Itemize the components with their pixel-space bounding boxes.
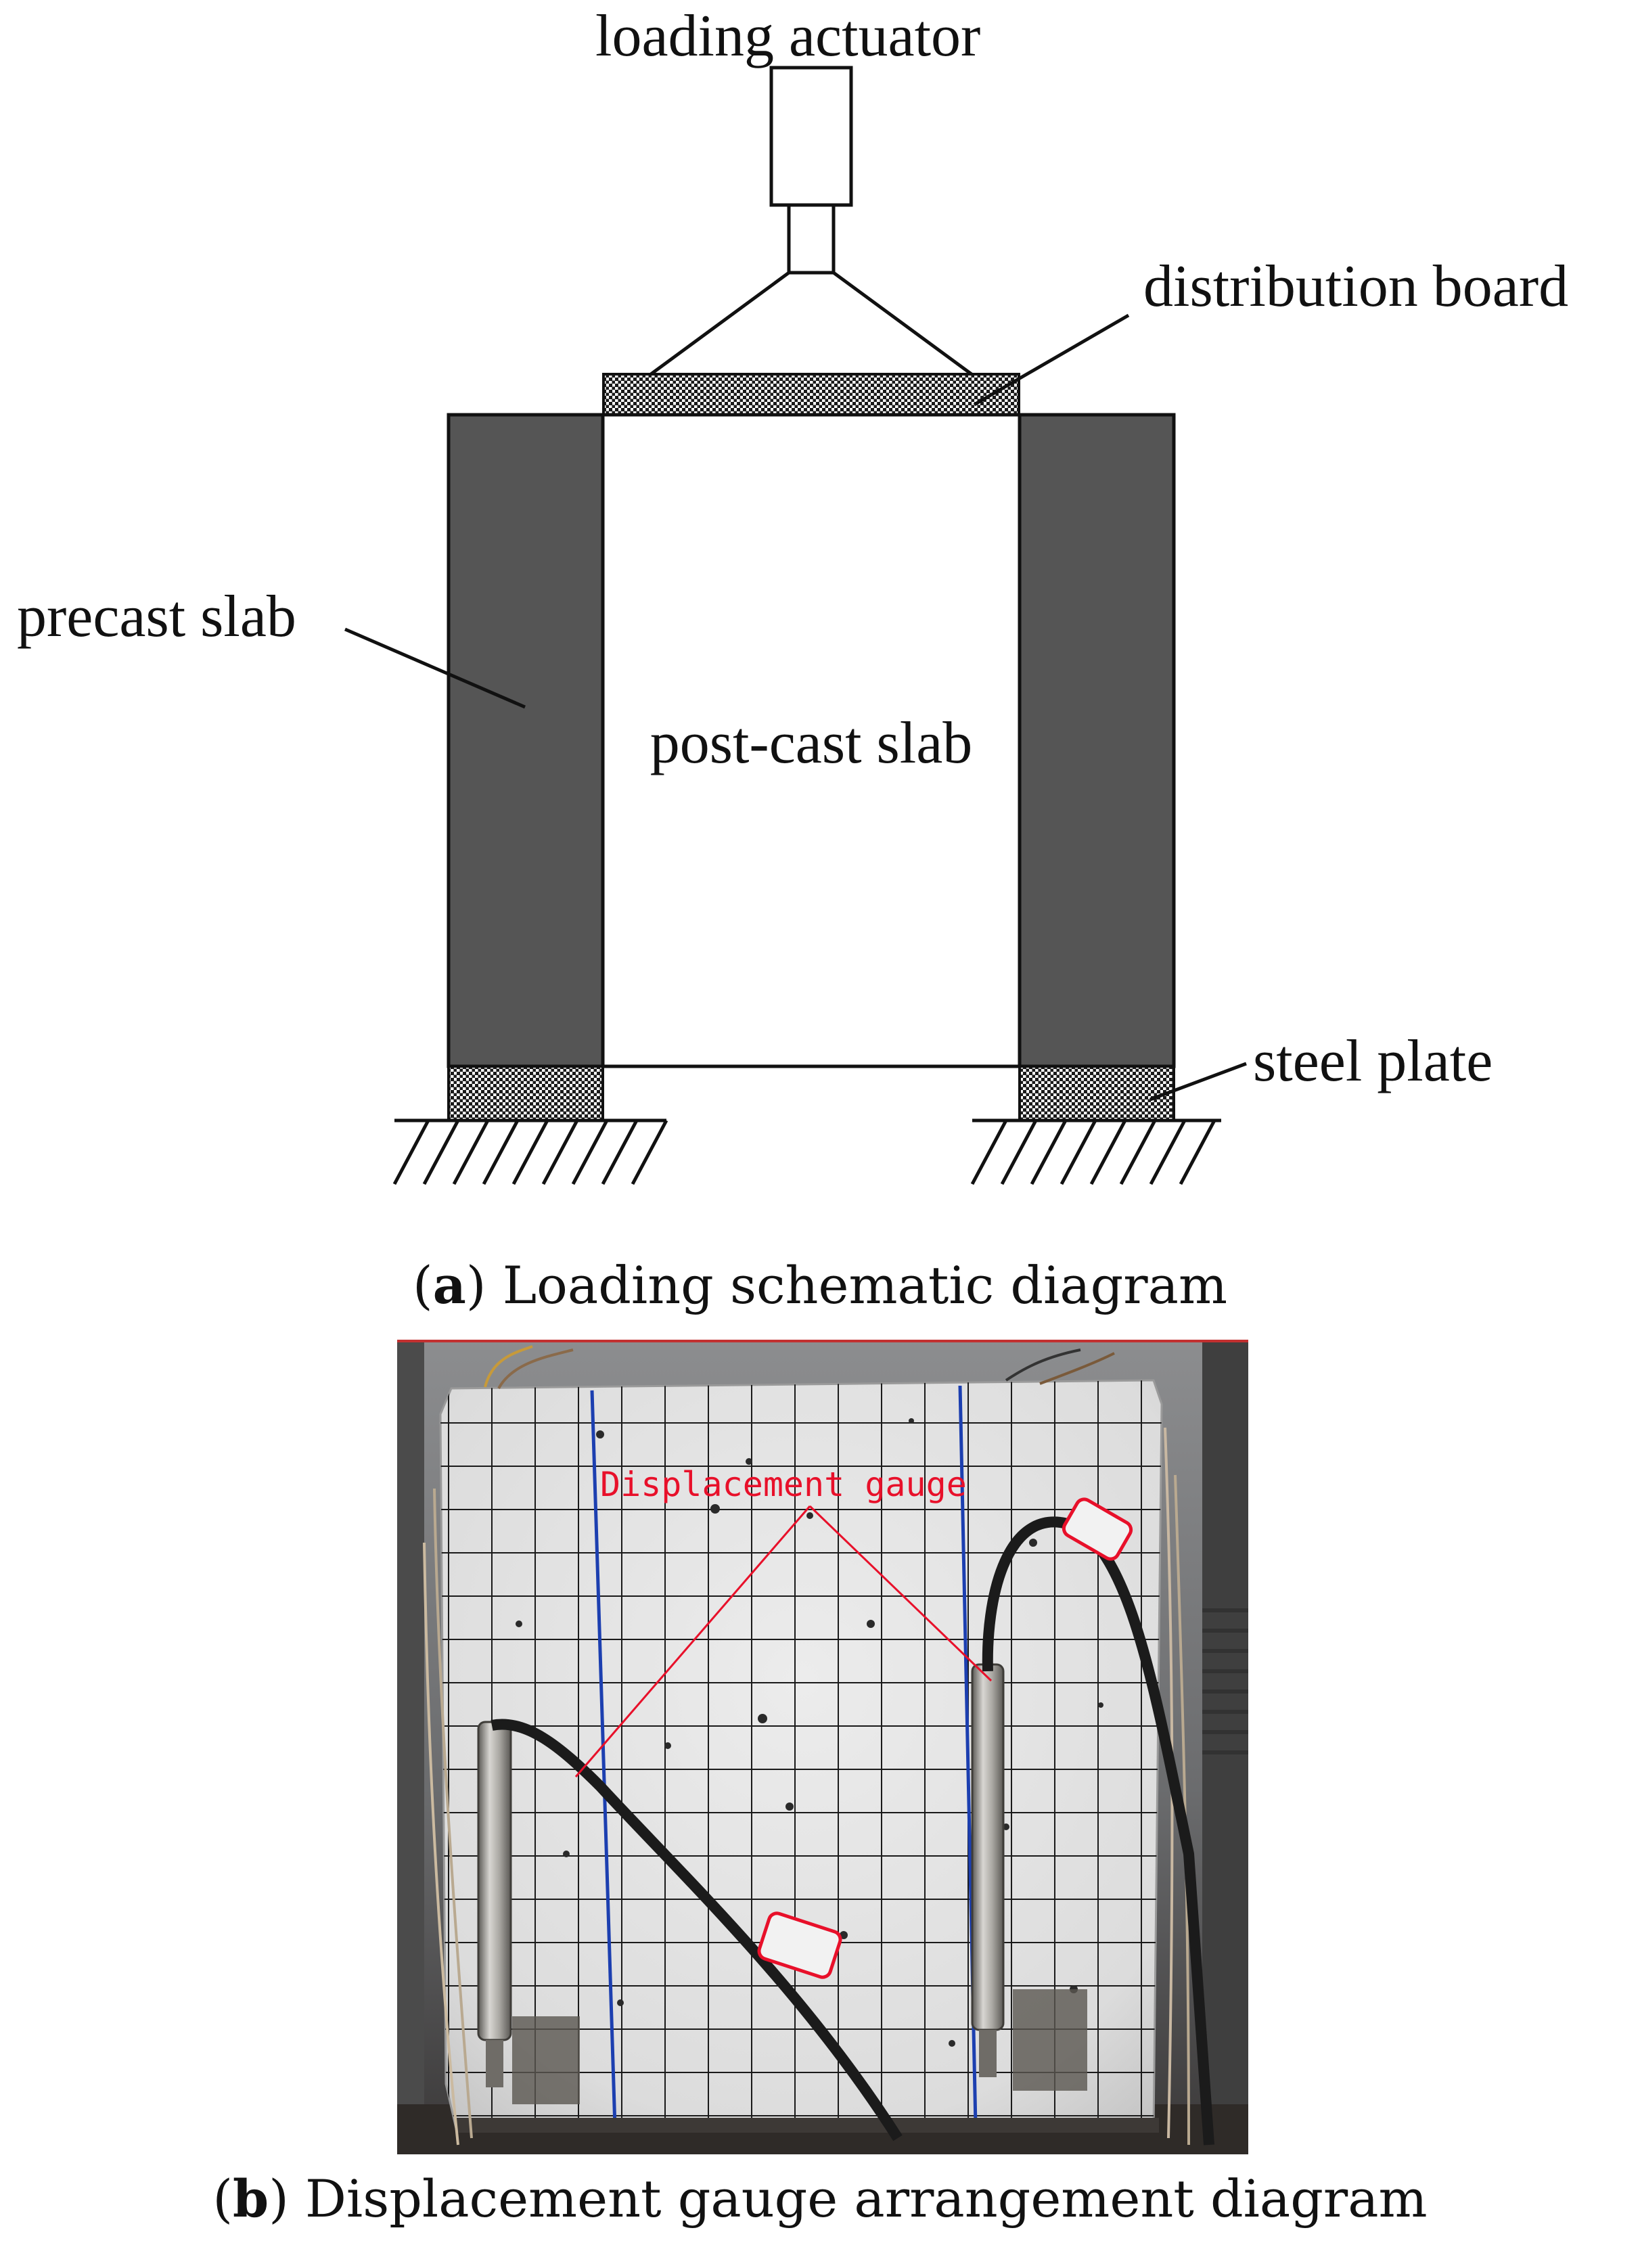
caption-b-letter: b	[233, 2169, 269, 2229]
caption-a: (a) Loading schematic diagram	[412, 1255, 1228, 1315]
precast-slab-left	[447, 413, 605, 1068]
displacement-gauge-photo: Displacement gauge	[397, 1340, 1248, 2154]
caption-a-text: Loading schematic diagram	[502, 1255, 1228, 1315]
annotation-lines	[574, 1505, 993, 1777]
steel-plate-label: steel plate	[1253, 1028, 1493, 1094]
distribution-board-label: distribution board	[1143, 254, 1568, 319]
precast-slab-label: precast slab	[17, 584, 296, 650]
caption-a-letter: a	[432, 1255, 466, 1315]
steel-plate-right	[1018, 1065, 1175, 1122]
post-cast-slab	[601, 413, 1022, 1068]
loading-actuator-label: loading actuator	[595, 3, 980, 69]
fixed-support-left	[392, 1118, 668, 1185]
displacement-gauge-left	[477, 1719, 903, 2141]
distribution-board	[602, 373, 1020, 416]
loading-actuator	[650, 66, 973, 376]
fixed-support-right	[970, 1118, 1221, 1185]
steel-plate-leader	[1149, 1062, 1247, 1102]
distribution-board-leader	[973, 313, 1130, 407]
joint-line-left	[590, 1390, 617, 2129]
displacement-gauge-right	[971, 1497, 1214, 2146]
post-cast-slab-label: post-cast slab	[650, 710, 973, 776]
loading-schematic: loading actuator distribution board post…	[17, 3, 1568, 1185]
sensor-wires	[423, 1345, 1190, 2146]
caption-b-text: Displacement gauge arrangement diagram	[305, 2169, 1428, 2229]
caption-b: (b) Displacement gauge arrangement diagr…	[212, 2169, 1428, 2229]
precast-slab-right	[1018, 413, 1176, 1068]
displacement-gauge-annotation: Displacement gauge	[600, 1465, 967, 1504]
steel-plate-left	[447, 1065, 604, 1122]
precast-slab-leader	[344, 627, 526, 709]
